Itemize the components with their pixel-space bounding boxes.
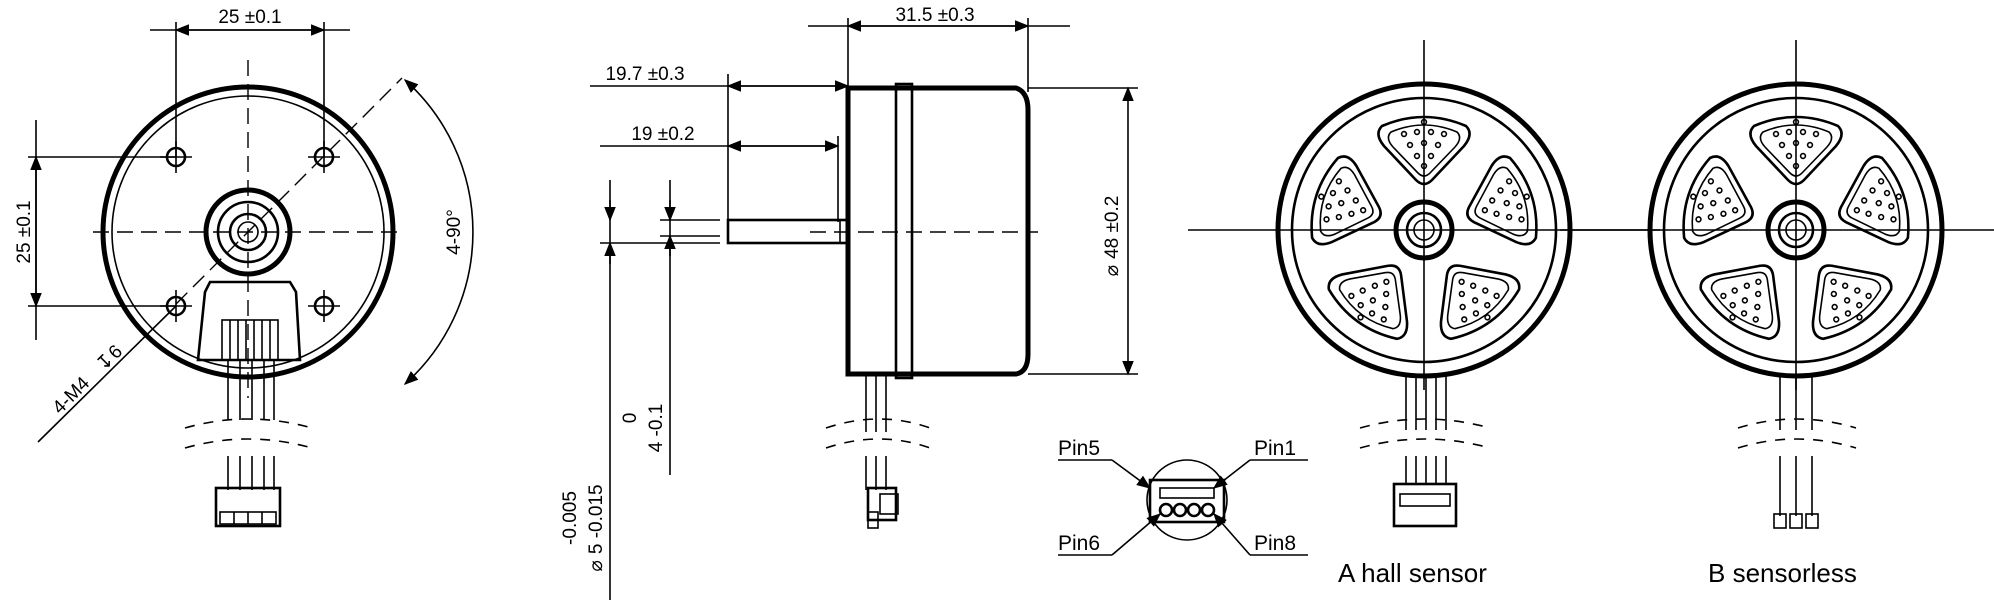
dim-mount-holes: 4-M4 xyxy=(49,373,95,419)
dim-shaft-len-a: 19.7 ±0.3 xyxy=(605,64,684,85)
pin8-label: Pin8 xyxy=(1254,532,1296,555)
pin5-label: Pin5 xyxy=(1058,437,1100,460)
pin6-label: Pin6 xyxy=(1058,532,1100,555)
dim-front-height: 25 ±0.1 xyxy=(14,200,35,263)
pin1-label: Pin1 xyxy=(1254,437,1296,460)
dim-flat-value: 4 -0.1 xyxy=(646,404,667,453)
dim-front-width: 25 ±0.1 xyxy=(218,7,281,28)
caption-hall-sensor: A hall sensor xyxy=(1338,558,1487,588)
caption-sensorless: B sensorless xyxy=(1708,558,1857,588)
dim-shaft-len-b: 19 ±0.2 xyxy=(631,124,694,145)
diameter-value: 48 ±0.2 xyxy=(1102,196,1123,259)
diameter-glyph: ⌀ xyxy=(1102,265,1123,276)
dim-flat-top: 0 xyxy=(620,413,641,424)
shaft-diameter-value: 5 -0.015 xyxy=(586,484,607,554)
shaft-diameter-glyph: ⌀ xyxy=(586,560,607,571)
dim-body-length: 31.5 ±0.3 xyxy=(895,5,974,26)
connector-pinout: Pin5 Pin1 Pin6 Pin8 xyxy=(1058,437,1308,556)
dim-angle: 4-90° xyxy=(444,209,465,255)
front-view: 25 ±0.1 25 ±0.1 4-M4 ↧ 6 4-90° xyxy=(14,7,474,528)
dim-diameter: ⌀ 48 ±0.2 xyxy=(1102,196,1123,277)
side-view: 31.5 ±0.3 19.7 ±0.3 19 ±0.2 ⌀ 48 ±0.2 0 4… xyxy=(560,5,1138,600)
rear-view-sensorless: B sensorless xyxy=(1560,40,1994,588)
rear-view-hall-sensor: A hall sensor xyxy=(1188,40,1660,588)
dim-shaft-value: ⌀ 5 -0.015 xyxy=(586,484,607,571)
dim-shaft-tol-top: -0.005 xyxy=(560,491,581,545)
